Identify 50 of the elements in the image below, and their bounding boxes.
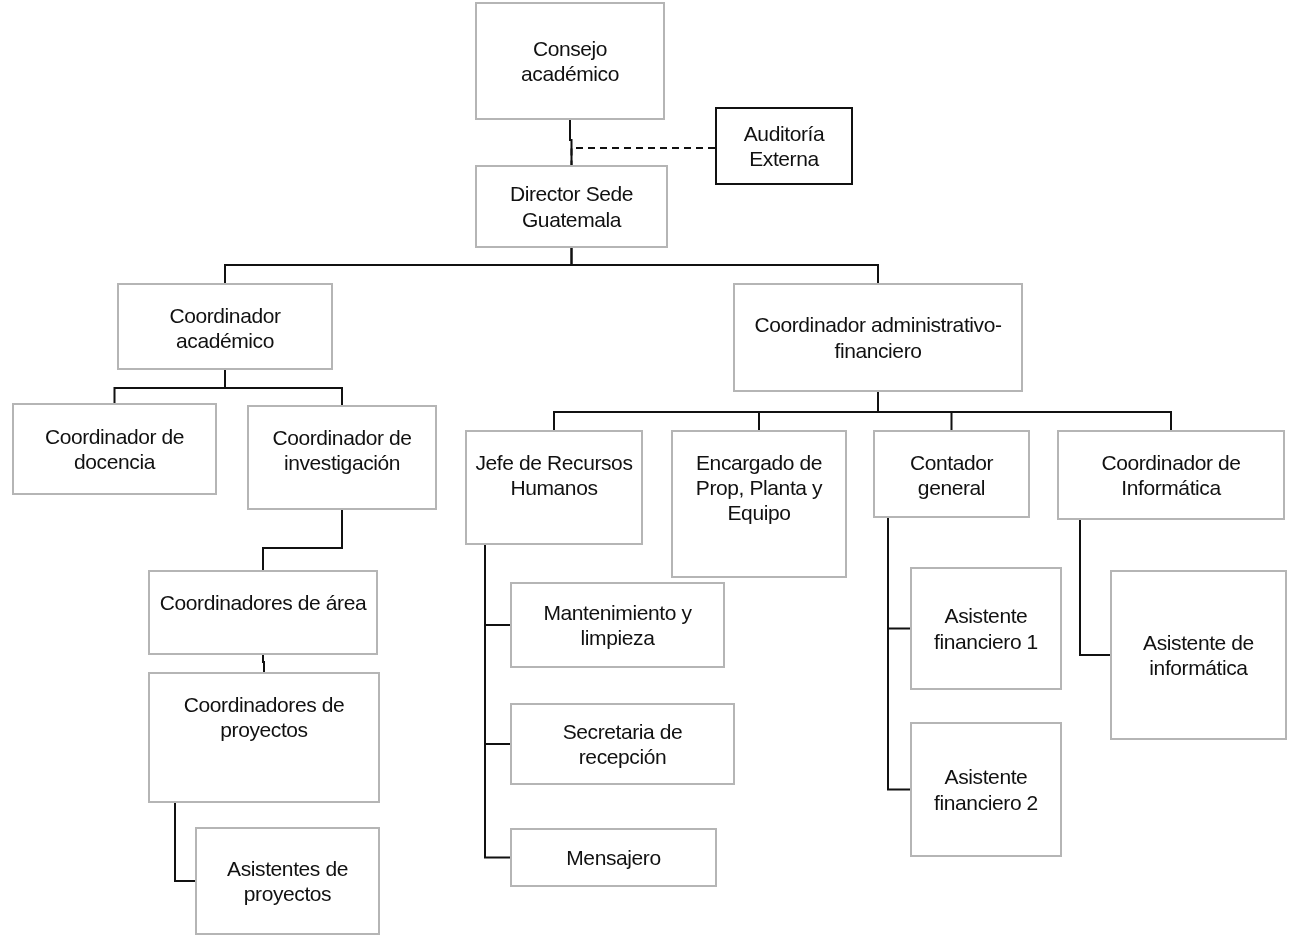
role-label: Coordinador administrativo-financiero [753,312,1003,363]
role-label: Secretaria de recepción [561,718,684,770]
org-box [148,672,380,803]
role-label: Contador general [908,450,995,501]
connector-line [1079,519,1111,656]
role-label: Coordinador de Informática [1100,450,1242,501]
org-box [247,405,437,510]
dashed-connector [570,147,716,166]
org-box [12,403,217,495]
org-box [733,283,1023,392]
role-label: Asistentes de proyectos [226,855,349,907]
org-box [510,828,717,887]
role-label: Coordinadores de proyectos [182,692,346,743]
org-box [510,582,725,668]
org-box [510,703,735,785]
role-label: Consejo académico [520,35,620,87]
connector-line [570,247,879,284]
connector-line [174,802,196,882]
role-label: Mensajero [566,844,661,871]
org-box [1057,430,1285,520]
role-label: Coordinador de docencia [43,423,186,475]
role-label: Encargado de Prop, Planta y Equipo [694,450,824,526]
connector-line [262,509,343,571]
role-label: Coordinador académico [168,303,282,354]
connector-line [262,654,265,673]
role-label: Mantenimiento y limpieza [542,599,693,651]
org-box [1110,570,1287,740]
org-box [195,827,380,935]
connector-line [224,369,343,406]
connector-line [484,544,511,859]
org-box [475,165,668,248]
org-box [465,430,643,545]
role-label: Director Sede Guatemala [508,181,635,232]
role-label: Coordinadores de área [159,590,367,616]
org-box [671,430,847,578]
role-label: Asistente financiero 1 [933,603,1039,654]
org-box [873,430,1030,518]
connector-line [887,517,911,791]
role-label: Coordinador de investigación [271,425,413,476]
role-label: Asistente de informática [1142,629,1255,681]
role-label: Jefe de Recursos Humanos [474,450,634,501]
role-label: Asistente financiero 2 [933,764,1039,815]
org-box [910,722,1062,857]
org-box [910,567,1062,690]
role-label: Auditoría Externa [742,120,826,172]
org-box [148,570,378,655]
org-box [475,2,665,120]
connector-line [877,391,1172,431]
org-box [715,107,853,185]
org-box [117,283,333,370]
